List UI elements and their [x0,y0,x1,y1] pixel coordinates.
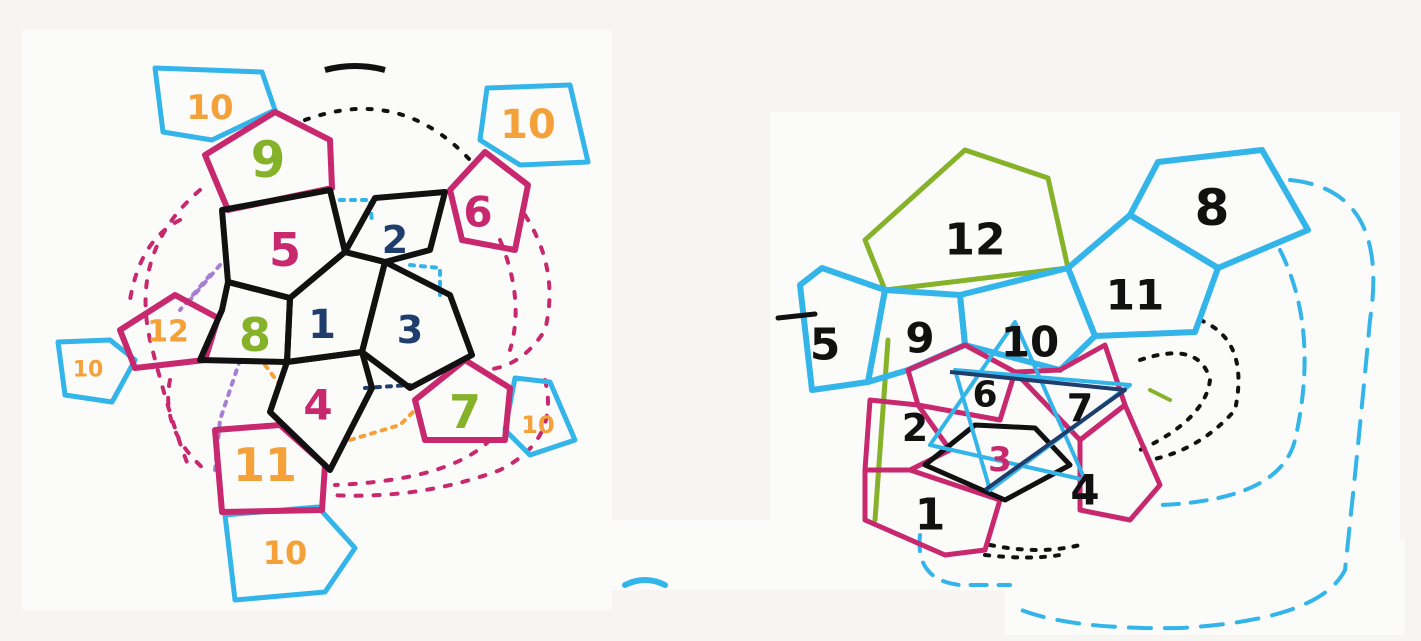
edge-connector-arc [328,378,550,498]
face-10-left [55,337,138,405]
face-5 [219,187,348,301]
edge-connector-loop [1008,178,1376,631]
edge-mark [1148,388,1172,402]
face-11 [212,422,328,515]
face-label-4-right: 4 [1070,466,1099,515]
face-label-2-right: 2 [902,406,928,450]
face-label-9-right: 9 [905,314,934,363]
face-3-right [922,422,1073,503]
left-net-diagram: 1 2 3 4 5 6 7 8 9 10 10 10 10 11 12 10 [55,65,591,603]
edge-connector [178,263,222,312]
green-edge-line [872,337,891,523]
face-4 [267,349,375,473]
edge-connector [1148,318,1241,462]
edge-connector [983,543,1082,560]
pen-stroke [622,577,668,588]
navy-star-lines [949,370,1127,492]
face-label-10-right: 10 [1001,318,1059,367]
face-label-1-right: 1 [915,490,946,541]
face-6-right [905,342,1018,423]
edge-connector [1138,351,1213,452]
edge-connector-arc [498,238,518,352]
face-12-right [862,147,1071,293]
face-label-10e: 10 [263,534,308,572]
edge-connector [348,408,417,442]
edge-connector [213,358,242,472]
face-label-12-right: 12 [944,215,1005,266]
face-10-top-right [477,82,591,168]
face-label-11: 11 [233,438,297,492]
ink-blot [324,63,386,73]
face-10-right [957,265,1098,373]
face-7 [412,357,513,443]
edge-connector [408,263,442,297]
face-label-11-right: 11 [1106,271,1164,320]
face-label-8: 8 [239,308,271,362]
face-4-right [1077,402,1163,523]
face-label-6: 6 [463,188,492,237]
left-paper [22,30,612,610]
face-label-3-right: 3 [988,440,1012,480]
face-2 [342,189,448,265]
edge-connector [338,198,374,224]
edge-connector-loop [1158,248,1307,507]
face-label-10d: 10 [521,411,554,439]
face-1-right [862,467,1003,558]
face-label-10c: 10 [73,358,104,383]
face-label-2: 2 [382,218,408,262]
face-label-10a: 10 [186,88,233,128]
face-label-1: 1 [308,302,336,348]
edge-connector-arc [166,378,207,472]
face-10-top-left [152,65,278,143]
face-label-9: 9 [251,131,286,189]
edge-connector-arc [143,188,202,472]
face-6 [447,149,531,253]
face-label-7: 7 [449,385,481,439]
face-label-4: 4 [303,381,332,430]
face-label-10b: 10 [500,102,556,148]
face-label-5-right: 5 [810,320,841,371]
pen-stroke [775,311,818,321]
face-label-3: 3 [397,308,423,352]
face-label-8-right: 8 [1195,179,1230,237]
face-label-7-right: 7 [1067,386,1093,430]
right-net-diagram: 12 8 11 5 9 10 6 7 2 3 4 1 [775,147,1376,631]
face-label-12: 12 [147,315,189,350]
face-9 [202,109,335,213]
face-label-5: 5 [269,223,301,277]
face-3 [359,259,475,391]
right-paper-bottom [1005,540,1405,635]
edge-connector-arc [478,213,552,372]
face-label-6-right: 6 [972,375,997,416]
face-8 [197,279,293,365]
